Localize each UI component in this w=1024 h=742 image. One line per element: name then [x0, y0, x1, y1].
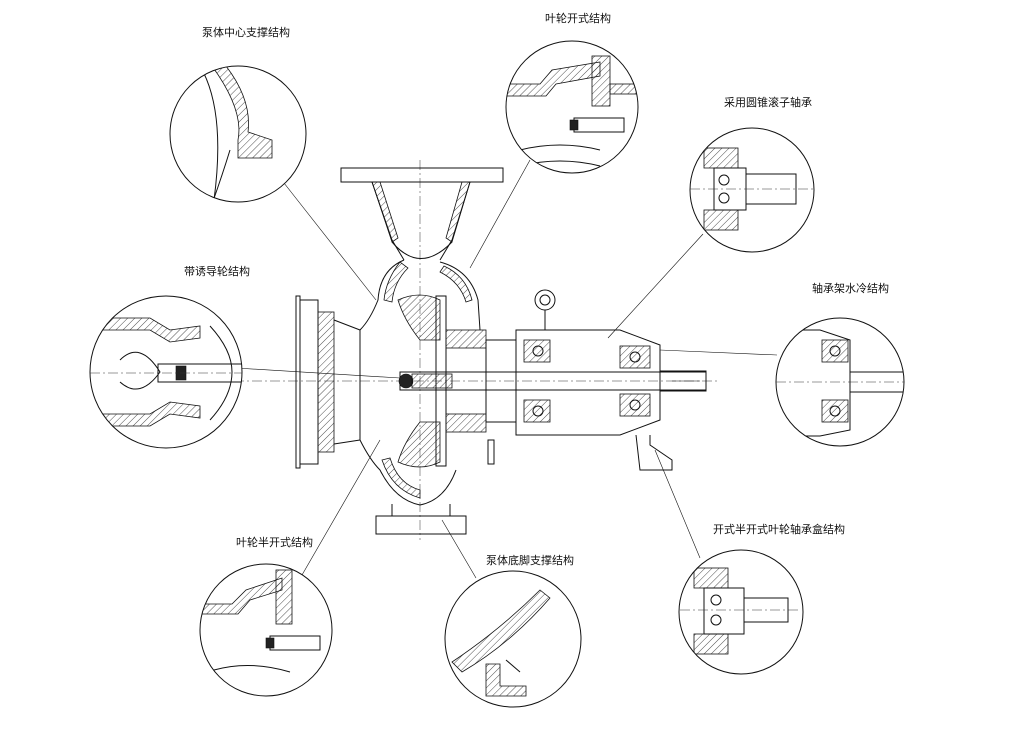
label-open-semi-open-bearing-housing: 开式半开式叶轮轴承盒结构: [713, 522, 845, 536]
leader-lines: [235, 159, 778, 579]
detail-impeller-semi-open: [199, 563, 333, 697]
label-pump-base-foot-support: 泵体底脚支撑结构: [486, 553, 574, 567]
label-inducer: 带诱导轮结构: [184, 264, 250, 278]
label-pump-body-center-support: 泵体中心支撑结构: [202, 25, 290, 39]
detail-inducer: [89, 295, 243, 449]
label-impeller-semi-open: 叶轮半开式结构: [236, 535, 313, 549]
label-bearing-frame-water-cooling: 轴承架水冷结构: [812, 281, 889, 295]
label-tapered-roller-bearing: 采用圆锥滚子轴承: [724, 95, 812, 109]
detail-impeller-open: [505, 40, 639, 174]
detail-pump-body-center-support: [169, 65, 307, 203]
detail-tapered-roller-bearing: [689, 127, 815, 253]
detail-pump-base-foot-support: [444, 570, 582, 708]
detail-bearing-frame-water-cooling: [775, 317, 905, 447]
detail-open-semi-open-bearing-housing: [678, 549, 804, 675]
label-impeller-open: 叶轮开式结构: [545, 11, 611, 25]
pump-main-section: [90, 160, 720, 540]
